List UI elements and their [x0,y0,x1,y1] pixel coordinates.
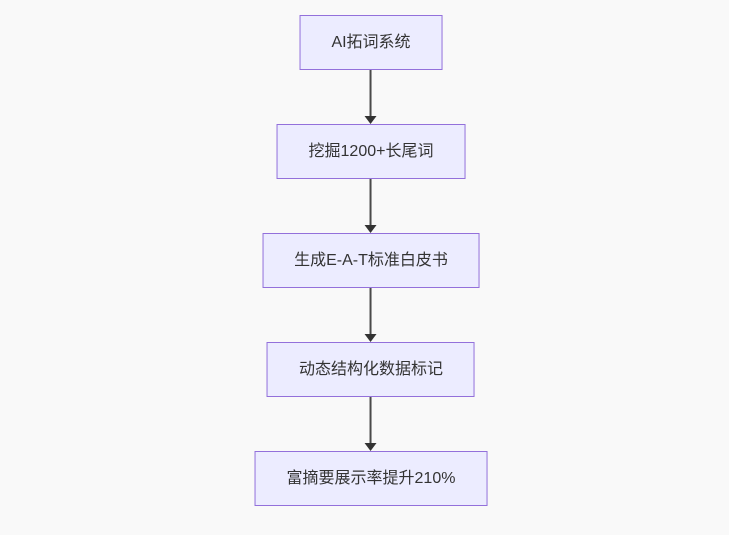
node-label: AI拓词系统 [331,33,411,51]
flowchart-column: AI拓词系统 挖掘1200+长尾词 生成E-A-T标准白皮书 动态结构化数据标记 [254,15,488,506]
edge-c-d [365,288,377,342]
node-label: 动态结构化数据标记 [298,360,443,378]
flowchart-node-structured-data: 动态结构化数据标记 [266,342,475,397]
flowchart-node-rich-snippet-result: 富摘要展示率提升210% [254,451,488,506]
arrow-line [370,288,372,334]
flowchart-node-ai-system: AI拓词系统 [299,15,443,70]
node-label: 生成E-A-T标准白皮书 [294,251,448,269]
edge-a-b [365,70,377,124]
node-label: 挖掘1200+长尾词 [308,142,434,160]
edge-d-e [365,397,377,451]
arrow-head-icon [365,225,377,233]
flowchart-node-eat-whitepaper: 生成E-A-T标准白皮书 [262,233,480,288]
edge-b-c [365,179,377,233]
node-label: 富摘要展示率提升210% [286,469,456,487]
flowchart-node-longtail-keywords: 挖掘1200+长尾词 [276,124,466,179]
arrow-head-icon [365,116,377,124]
arrow-line [370,397,372,443]
arrow-line [370,70,372,116]
arrow-head-icon [365,443,377,451]
arrow-head-icon [365,334,377,342]
arrow-line [370,179,372,225]
